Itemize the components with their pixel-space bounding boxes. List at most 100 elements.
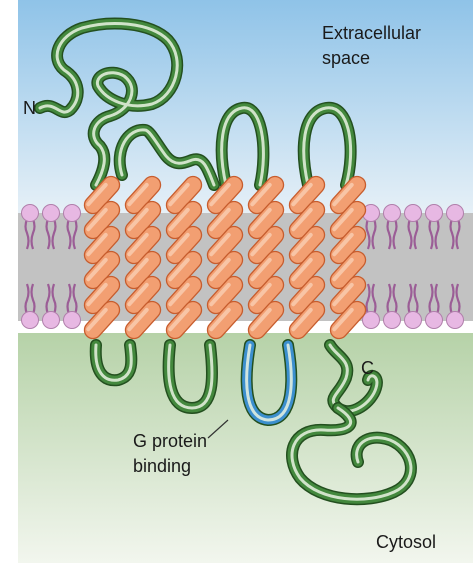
helix-highlight xyxy=(291,307,313,332)
helix-segment xyxy=(165,275,203,315)
n-terminal-tail xyxy=(34,17,184,191)
helix-highlight xyxy=(127,307,149,332)
helix-highlight xyxy=(86,182,108,207)
g-protein-leader-line xyxy=(207,419,229,439)
helix-highlight xyxy=(168,257,190,282)
helix-segment xyxy=(124,175,162,215)
helix-segment xyxy=(329,225,367,265)
lipid-tail xyxy=(45,218,51,250)
cytosol-label: Cytosol xyxy=(376,532,437,552)
lipid-tail xyxy=(30,283,36,315)
helix-highlight xyxy=(127,257,149,282)
helix-highlight xyxy=(127,207,149,232)
lipid-head xyxy=(21,204,39,222)
helix-segment xyxy=(124,225,162,265)
helix-highlight xyxy=(209,257,231,282)
transmembrane-helices xyxy=(83,175,367,340)
lipid-head xyxy=(404,204,422,222)
lipid-tail xyxy=(66,283,72,315)
receptor-loops xyxy=(34,17,417,506)
helix-segment xyxy=(124,300,162,340)
helix-highlight xyxy=(291,182,313,207)
helix-segment xyxy=(165,300,203,340)
extracellular-label-line1: Extracellular xyxy=(322,23,422,43)
lipid-heads-right xyxy=(362,204,464,329)
helix-highlight xyxy=(250,207,272,232)
lipid-tail xyxy=(386,283,392,315)
helix-highlight xyxy=(86,282,108,307)
helix-segment xyxy=(206,200,244,240)
helix-segment xyxy=(83,275,121,315)
transmembrane-helix-2 xyxy=(124,175,162,340)
helix-highlight xyxy=(250,257,272,282)
helix-highlight xyxy=(250,282,272,307)
lipid-tail xyxy=(434,283,440,315)
helix-segment xyxy=(288,250,326,290)
helix-highlight xyxy=(209,182,231,207)
helix-segment xyxy=(83,225,121,265)
helix-highlight xyxy=(291,257,313,282)
extracellular-label-line2: space xyxy=(322,48,371,68)
lipid-tail xyxy=(455,283,461,315)
helix-segment xyxy=(288,175,326,215)
lipid-tail xyxy=(371,283,377,315)
lipid-tail xyxy=(45,283,51,315)
c-terminal-tail-lower xyxy=(286,402,417,506)
helix-segment xyxy=(329,300,367,340)
transmembrane-helix-1 xyxy=(83,175,121,340)
helix-segment xyxy=(124,200,162,240)
lipid-tail xyxy=(371,218,377,250)
helix-segment xyxy=(206,300,244,340)
helix-segment xyxy=(329,175,367,215)
helix-segment xyxy=(247,225,285,265)
helix-segment xyxy=(83,300,121,340)
helix-segment xyxy=(329,275,367,315)
extracellular-loop-3 xyxy=(297,101,357,191)
extracellular-loop-1 xyxy=(113,123,220,191)
helix-highlight xyxy=(168,282,190,307)
helix-segment xyxy=(124,275,162,315)
lipid-head xyxy=(42,311,60,329)
transmembrane-helix-6 xyxy=(288,175,326,340)
helix-highlight xyxy=(332,207,354,232)
extracellular-loop-2 xyxy=(215,101,270,191)
lipid-tail xyxy=(386,218,392,250)
helix-segment xyxy=(247,250,285,290)
lipid-tail xyxy=(434,218,440,250)
helix-segment xyxy=(329,250,367,290)
helix-highlight xyxy=(86,307,108,332)
helix-segment xyxy=(329,200,367,240)
intracellular-loop-1 xyxy=(89,339,138,387)
lipid-head xyxy=(362,311,380,329)
lipid-heads-left xyxy=(21,204,81,329)
lipid-tail xyxy=(428,283,434,315)
helix-segment xyxy=(206,175,244,215)
helix-highlight xyxy=(168,182,190,207)
lipid-tail xyxy=(51,283,57,315)
helix-segment xyxy=(206,225,244,265)
lipid-head xyxy=(63,311,81,329)
helix-highlight xyxy=(291,232,313,257)
lipid-tail xyxy=(365,218,371,250)
helix-segment xyxy=(165,250,203,290)
lipid-tail xyxy=(428,218,434,250)
intracellular-loop-3-g-protein-binding xyxy=(240,339,298,426)
g-protein-binding-label-line2: binding xyxy=(133,456,192,476)
helix-segment xyxy=(206,275,244,315)
helix-segment xyxy=(247,200,285,240)
lipid-tail xyxy=(72,283,78,315)
lipid-tail xyxy=(449,218,455,250)
lipid-tail xyxy=(24,218,30,250)
lipid-head xyxy=(425,311,443,329)
lipid-tail xyxy=(413,218,419,250)
helix-segment xyxy=(83,250,121,290)
g-protein-binding-label-line1: G protein xyxy=(133,431,208,451)
helix-segment xyxy=(288,300,326,340)
transmembrane-helix-7 xyxy=(329,175,367,340)
helix-segment xyxy=(288,200,326,240)
transmembrane-helix-3 xyxy=(165,175,203,340)
lipid-head xyxy=(383,311,401,329)
helix-highlight xyxy=(86,232,108,257)
n-terminus-label: N xyxy=(23,98,36,118)
helix-highlight xyxy=(332,182,354,207)
